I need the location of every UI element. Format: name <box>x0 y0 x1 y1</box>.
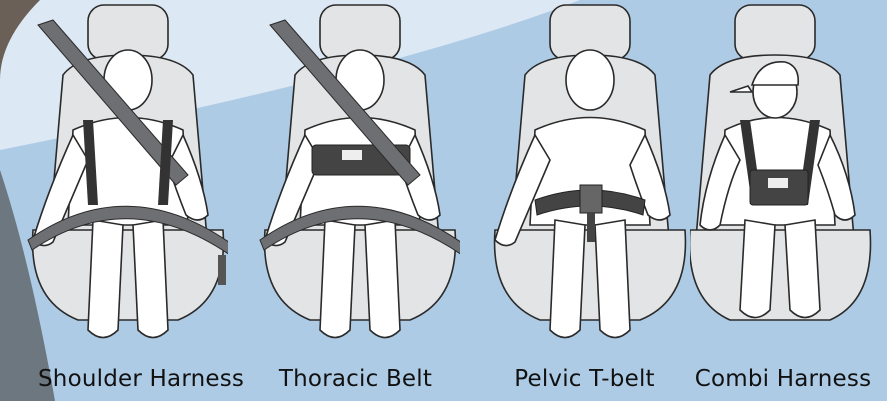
shoulder-harness-illustration <box>18 0 228 350</box>
caption-combi-harness: Combi Harness <box>693 366 873 392</box>
pelvic-t-belt-illustration <box>480 0 690 350</box>
caption-thoracic-belt: Thoracic Belt <box>268 366 443 392</box>
caption-shoulder-harness: Shoulder Harness <box>38 366 218 392</box>
thoracic-belt-illustration <box>250 0 460 350</box>
caption-pelvic-t-belt: Pelvic T-belt <box>507 366 662 392</box>
combi-harness-illustration <box>690 0 887 350</box>
